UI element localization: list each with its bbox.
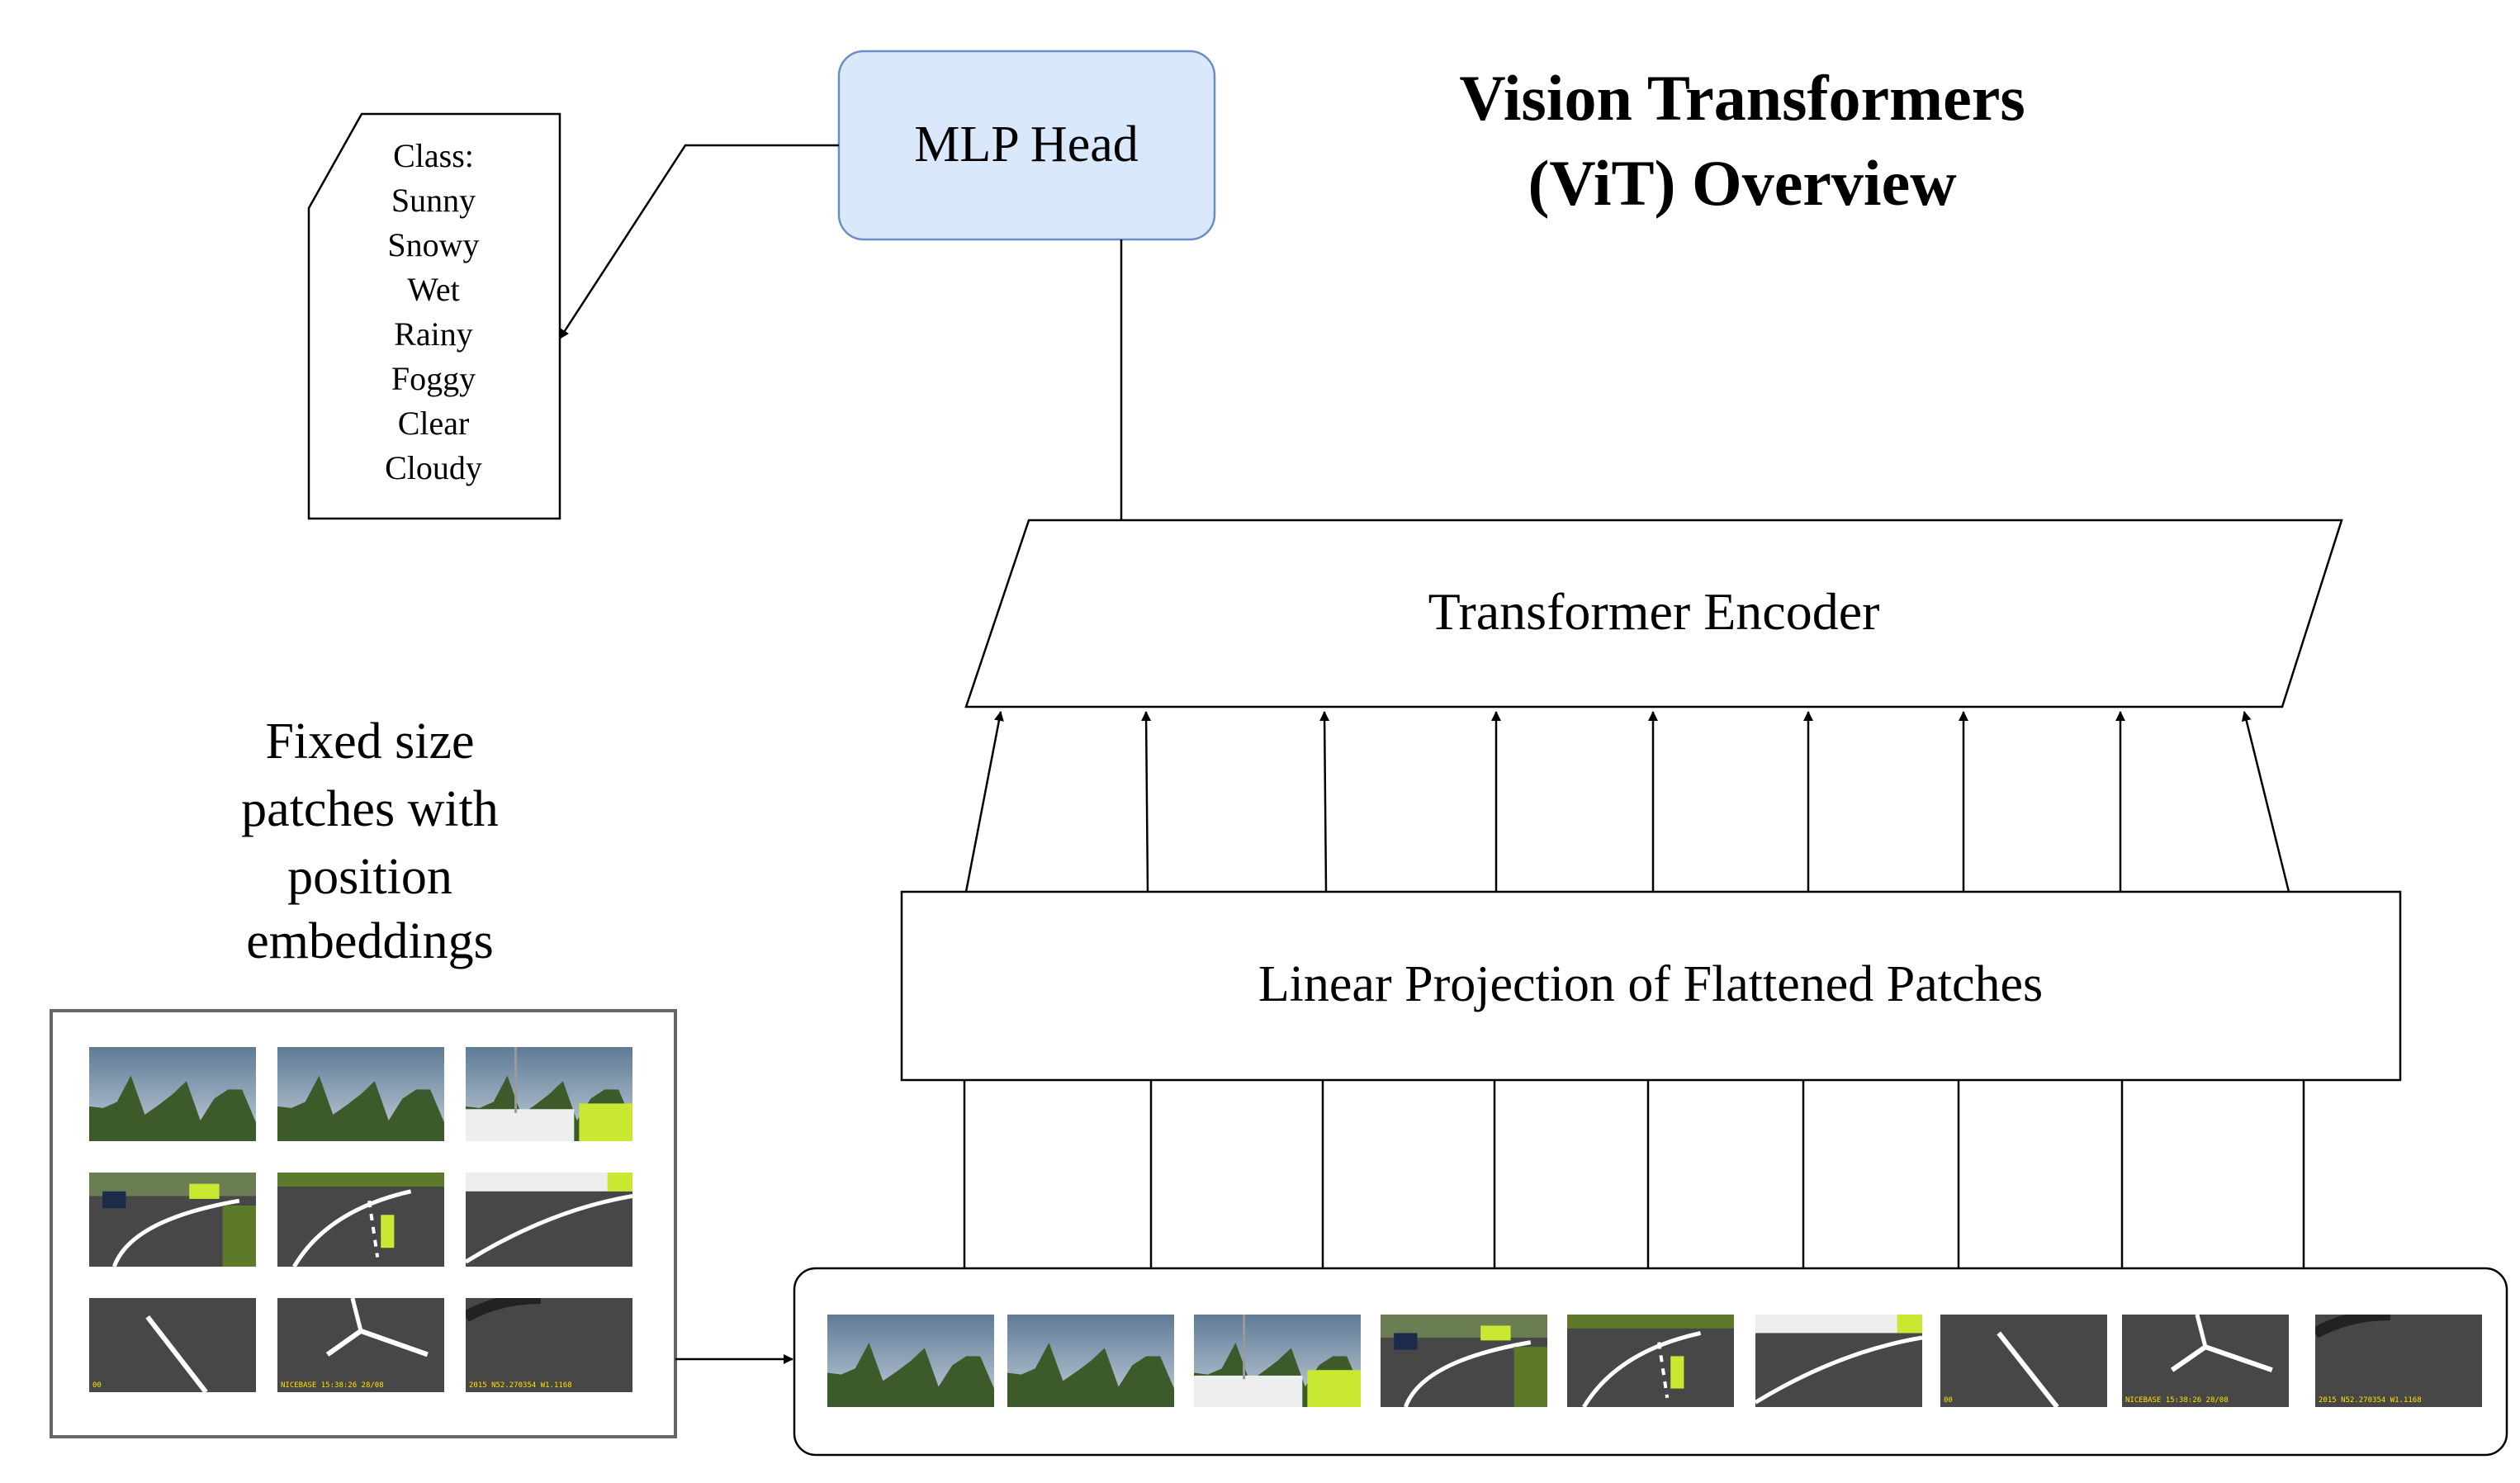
patches-caption-line: patches with bbox=[241, 781, 499, 837]
image-patch bbox=[466, 1173, 632, 1267]
class-list-item: Snowy bbox=[387, 226, 479, 263]
patches-caption-line: position bbox=[287, 849, 452, 905]
image-patch bbox=[1567, 1315, 1734, 1407]
encoder-input-arrow bbox=[964, 711, 1004, 893]
image-patch bbox=[827, 1315, 994, 1407]
class-list-item: Wet bbox=[407, 271, 459, 308]
image-patch: 2015 N52.270354 W1.1168 bbox=[466, 1298, 632, 1392]
image-patch bbox=[89, 1173, 256, 1267]
patches-caption-line: Fixed size bbox=[265, 713, 474, 770]
image-patch: 2015 N52.270354 W1.1168 bbox=[2315, 1315, 2482, 1407]
image-patch: NICEBASE 15:38:26 28/08 bbox=[277, 1298, 444, 1392]
transformer-encoder-label: Transformer Encoder bbox=[1428, 582, 1880, 641]
image-patch: NICEBASE 15:38:26 28/08 bbox=[2122, 1315, 2289, 1407]
encoder-input-arrow bbox=[2241, 711, 2290, 893]
class-list-item: Sunny bbox=[391, 182, 476, 219]
mlp-to-class-arrow bbox=[558, 144, 839, 339]
sequence-to-projection-lines bbox=[963, 1080, 2305, 1268]
svg-text:00: 00 bbox=[1944, 1396, 1953, 1405]
class-list: Class: Sunny Snowy Wet Rainy Foggy Clear… bbox=[385, 137, 482, 486]
image-patch: 00 bbox=[1940, 1315, 2107, 1407]
image-patch bbox=[466, 1047, 632, 1141]
image-patch: 00 bbox=[89, 1298, 256, 1392]
class-list-item: Cloudy bbox=[385, 449, 482, 486]
svg-text:2015 N52.270354 W1.1168: 2015 N52.270354 W1.1168 bbox=[2319, 1396, 2422, 1405]
transformer-encoder-box bbox=[964, 519, 2343, 708]
patches-caption: Fixed size patches with position embeddi… bbox=[241, 713, 499, 969]
linear-projection-label: Linear Projection of Flattened Patches bbox=[1258, 956, 2043, 1012]
title-line-1: Vision Transformers bbox=[1459, 62, 2025, 134]
image-patch bbox=[89, 1047, 256, 1141]
class-list-item: Class: bbox=[393, 137, 474, 174]
patch-grid: 00 NICEBASE 15:38:26 28/08 2015 N52.270354… bbox=[89, 1047, 632, 1392]
image-patch bbox=[1381, 1315, 1547, 1407]
encoder-input-arrow bbox=[1319, 711, 1330, 893]
image-patch bbox=[277, 1173, 444, 1267]
image-patch bbox=[277, 1047, 444, 1141]
class-list-item: Foggy bbox=[391, 360, 476, 397]
patch-sequence: 00 NICEBASE 15:38:26 28/08 2015 N52.270354… bbox=[827, 1315, 2482, 1407]
svg-text:NICEBASE 15:38:26 28/08: NICEBASE 15:38:26 28/08 bbox=[281, 1381, 384, 1390]
mlp-head-label: MLP Head bbox=[914, 116, 1139, 173]
encoder-input-arrow bbox=[1141, 711, 1152, 893]
svg-text:NICEBASE 15:38:26 28/08: NICEBASE 15:38:26 28/08 bbox=[2125, 1396, 2229, 1405]
image-patch bbox=[1755, 1315, 1922, 1407]
svg-text:2015 N52.270354 W1.1168: 2015 N52.270354 W1.1168 bbox=[469, 1381, 572, 1390]
image-patch bbox=[1007, 1315, 1174, 1407]
image-patch bbox=[1194, 1315, 1361, 1407]
class-list-item: Clear bbox=[398, 405, 470, 442]
linear-projection-box bbox=[900, 890, 2402, 1082]
svg-text:00: 00 bbox=[92, 1381, 102, 1390]
patches-caption-line: embeddings bbox=[246, 913, 494, 969]
class-list-item: Rainy bbox=[394, 315, 473, 353]
class-output-card bbox=[307, 112, 561, 520]
projection-to-encoder-arrows bbox=[964, 711, 2290, 893]
title-line-2: (ViT) Overview bbox=[1528, 147, 1956, 219]
